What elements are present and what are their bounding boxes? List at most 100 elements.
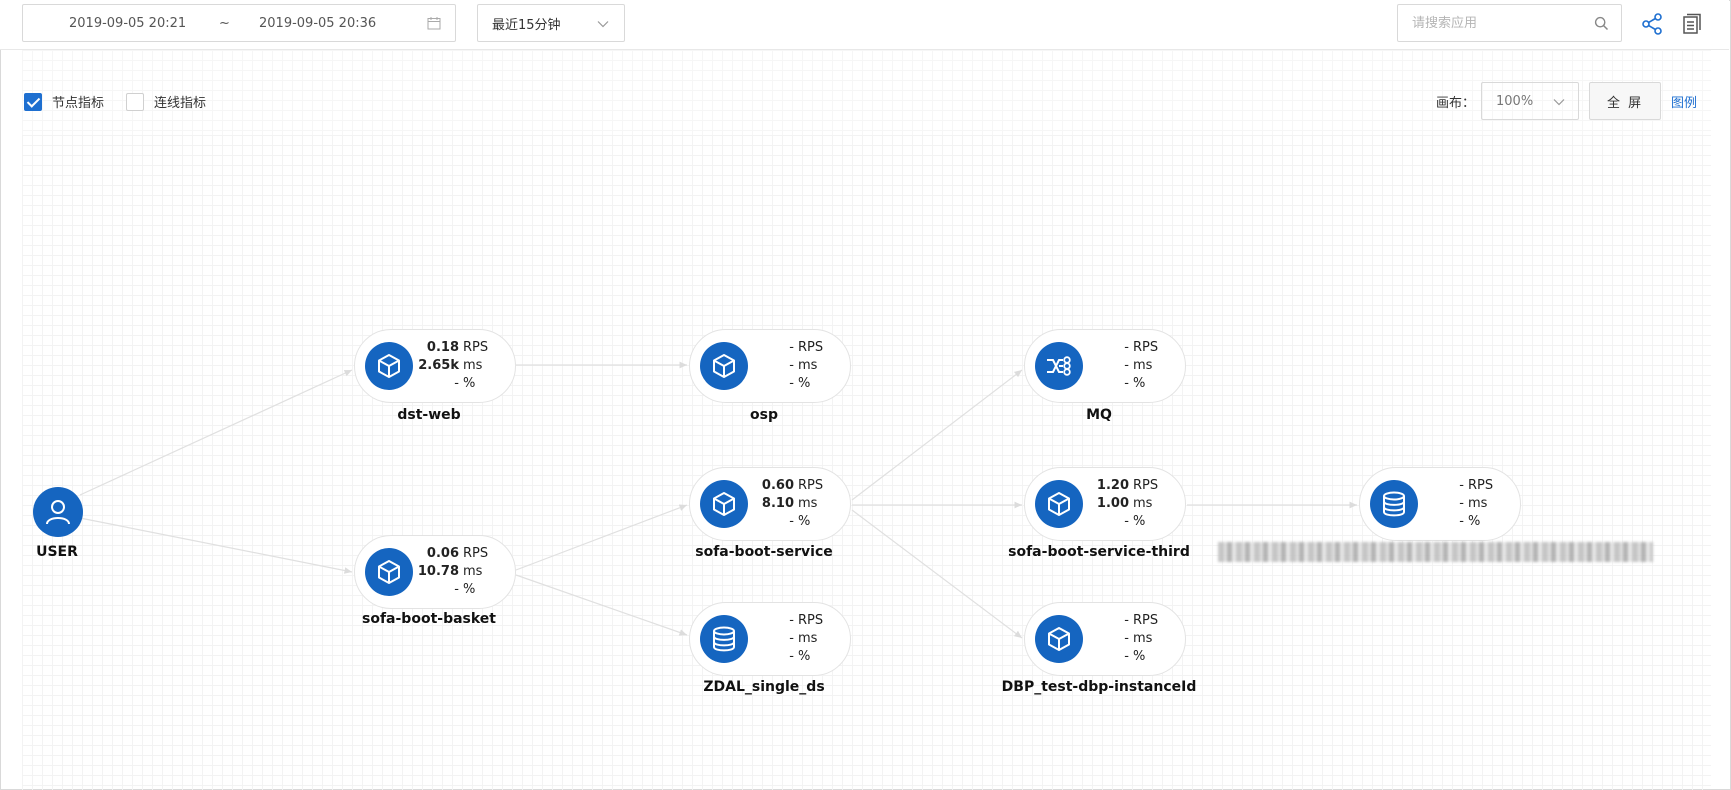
rps-value: - xyxy=(789,613,794,628)
node-label: sofa-boot-service xyxy=(695,544,833,560)
node-dbp-test-dbp-instanceid[interactable]: -RPS -ms -% xyxy=(1024,602,1186,676)
date-start[interactable]: 2019-09-05 20:21 xyxy=(69,15,187,31)
legend-link[interactable]: 图例 xyxy=(1671,95,1698,111)
mq-icon xyxy=(1035,342,1083,390)
node-metrics-toggle[interactable]: 节点指标 xyxy=(24,92,104,111)
node-metrics: -RPS -ms -% xyxy=(750,612,836,666)
rps-value: 0.06 xyxy=(426,546,459,561)
pct-unit: % xyxy=(1133,514,1146,529)
ms-value: - xyxy=(1459,496,1464,511)
cube-icon xyxy=(1035,615,1083,663)
edge-metrics-checkbox[interactable] xyxy=(126,92,145,111)
pct-value: - xyxy=(1124,649,1129,664)
rps-unit: RPS xyxy=(798,340,824,355)
node-mq[interactable]: -RPS -ms -% xyxy=(1024,329,1186,403)
search-icon[interactable] xyxy=(1594,16,1609,31)
pct-unit: % xyxy=(1468,514,1481,529)
zoom-select[interactable]: 100% xyxy=(1481,82,1580,120)
pct-value: - xyxy=(1459,514,1464,529)
pct-value: - xyxy=(1124,376,1129,391)
node-label: dst-web xyxy=(397,407,461,423)
ms-unit: ms xyxy=(798,496,818,511)
edge-metrics-toggle[interactable]: 连线指标 xyxy=(126,92,206,111)
cube-icon xyxy=(700,480,748,528)
node-zdal-single-ds[interactable]: -RPS -ms -% xyxy=(689,602,851,676)
ms-value: - xyxy=(789,631,794,646)
pct-unit: % xyxy=(1133,376,1146,391)
fullscreen-button[interactable]: 全 屏 xyxy=(1589,82,1662,120)
ms-value: - xyxy=(789,358,794,373)
ms-unit: ms xyxy=(798,631,818,646)
edge-service-mq xyxy=(851,369,1023,501)
app-search-box[interactable] xyxy=(1397,4,1622,42)
topology-icon[interactable] xyxy=(1640,12,1664,36)
rps-value: - xyxy=(1124,613,1129,628)
canvas-controls: 画布： 100% 全 屏 图例 xyxy=(1436,82,1697,120)
ms-unit: ms xyxy=(1133,496,1153,511)
node-label: DBP_test-dbp-instanceId xyxy=(1001,679,1197,695)
pct-value: - xyxy=(789,514,794,529)
pct-value: - xyxy=(454,376,459,391)
pct-value: - xyxy=(454,582,459,597)
node-metrics: -RPS -ms -% xyxy=(1420,477,1506,531)
cube-icon xyxy=(365,342,413,390)
rps-unit: RPS xyxy=(1133,340,1159,355)
node-label: ZDAL_single_ds xyxy=(703,679,825,695)
date-separator: ~ xyxy=(219,15,230,31)
node-osp[interactable]: -RPS -ms -% xyxy=(689,329,851,403)
rps-unit: RPS xyxy=(1133,613,1159,628)
rps-value: - xyxy=(789,340,794,355)
user-node-label: USER xyxy=(36,544,78,560)
node-metrics-label: 节点指标 xyxy=(52,96,105,111)
list-view-icon[interactable] xyxy=(1679,12,1703,36)
rps-value: 0.60 xyxy=(761,478,794,493)
ms-value: - xyxy=(1124,631,1129,646)
rps-value: - xyxy=(1459,478,1464,493)
pct-unit: % xyxy=(463,376,476,391)
ms-value: 1.00 xyxy=(1096,496,1129,511)
metric-options: 节点指标 连线指标 xyxy=(24,92,228,111)
date-end[interactable]: 2019-09-05 20:36 xyxy=(259,15,377,31)
rps-unit: RPS xyxy=(798,613,824,628)
rps-value: - xyxy=(1124,340,1129,355)
ms-value: 2.65k xyxy=(418,358,459,373)
node-metrics-checkbox[interactable] xyxy=(24,92,42,111)
database-icon xyxy=(1370,480,1418,528)
pct-unit: % xyxy=(798,514,811,529)
edge-service-dbp xyxy=(851,509,1023,639)
time-preset-select[interactable]: 最近15分钟 xyxy=(477,4,625,42)
pct-value: - xyxy=(789,649,794,664)
ms-unit: ms xyxy=(1133,631,1153,646)
rps-unit: RPS xyxy=(463,340,489,355)
cube-icon xyxy=(1035,480,1083,528)
user-node[interactable] xyxy=(33,487,83,537)
canvas-grid-upper xyxy=(22,50,1711,135)
app-search-input[interactable] xyxy=(1398,5,1578,41)
edge-basket-zdal xyxy=(515,574,688,636)
edge-metrics-label: 连线指标 xyxy=(154,96,207,111)
rps-value: 1.20 xyxy=(1096,478,1129,493)
rps-unit: RPS xyxy=(1133,478,1159,493)
chevron-down-icon xyxy=(1553,99,1565,106)
node-label: MQ xyxy=(1086,407,1112,423)
date-range-picker[interactable]: 2019-09-05 20:21 ~ 2019-09-05 20:36 xyxy=(22,4,456,42)
calendar-icon[interactable] xyxy=(427,16,441,30)
toolbar: 2019-09-05 20:21 ~ 2019-09-05 20:36 最近15… xyxy=(0,0,1729,50)
node-metrics: -RPS -ms -% xyxy=(750,339,836,393)
edge-user-basket xyxy=(79,517,353,574)
pct-unit: % xyxy=(1133,649,1146,664)
ms-value: - xyxy=(1124,358,1129,373)
redacted-node-label xyxy=(1218,542,1653,562)
node-database[interactable]: -RPS -ms -% xyxy=(1359,467,1521,541)
rps-unit: RPS xyxy=(463,546,489,561)
topology-canvas[interactable] xyxy=(22,135,1711,790)
node-metrics: -RPS -ms -% xyxy=(1085,612,1171,666)
ms-unit: ms xyxy=(463,358,483,373)
